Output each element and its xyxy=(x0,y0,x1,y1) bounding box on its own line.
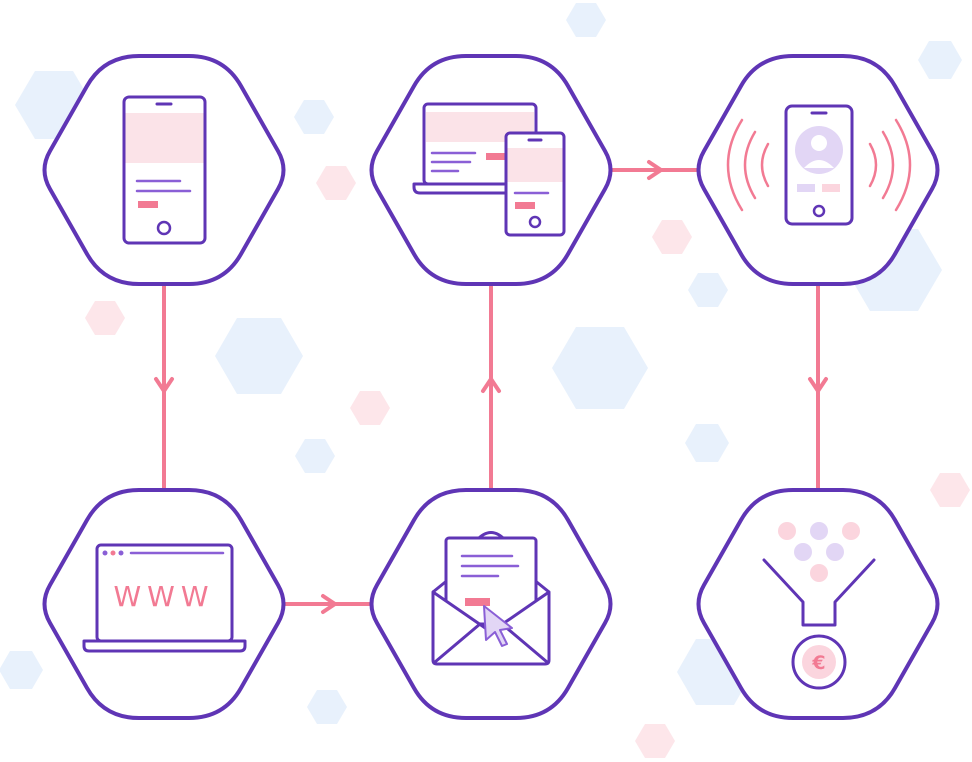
browser-window-icon: WWW xyxy=(82,543,247,653)
phone-profile-signal-icon xyxy=(726,104,912,226)
bg-hexagon xyxy=(918,41,962,79)
smartphone-icon xyxy=(122,95,207,245)
currency-symbol: € xyxy=(811,652,825,674)
background-hexagons xyxy=(0,3,970,758)
bg-hexagon xyxy=(307,690,347,724)
bg-hexagon xyxy=(316,166,356,200)
cursor-icon xyxy=(483,605,513,647)
bg-hexagon xyxy=(685,424,729,462)
bg-hexagon xyxy=(0,651,43,689)
bg-hexagon xyxy=(295,439,335,473)
bg-hexagon xyxy=(350,391,390,425)
funnel-euro-icon: € xyxy=(762,522,876,690)
arrow-down-icon xyxy=(808,377,828,393)
bg-hexagon xyxy=(930,473,970,507)
signal-waves-icon xyxy=(726,118,912,212)
bg-hexagon xyxy=(652,220,692,254)
arrow-down-icon xyxy=(154,377,174,393)
bg-hexagon xyxy=(294,100,334,134)
arrow-right-icon xyxy=(321,594,337,614)
laptop-and-phone-icon xyxy=(412,102,566,237)
website-label: WWW xyxy=(113,580,214,613)
bg-hexagon xyxy=(566,3,606,37)
bg-hexagon xyxy=(635,724,675,758)
arrow-up-icon xyxy=(481,377,501,393)
bg-hexagon xyxy=(85,301,125,335)
connectors xyxy=(154,160,828,614)
bg-hexagon xyxy=(215,318,303,394)
arrow-right-icon xyxy=(647,160,663,180)
bg-hexagon xyxy=(552,327,648,409)
email-cursor-icon xyxy=(431,531,551,666)
bg-hexagon xyxy=(688,273,728,307)
node-frame xyxy=(696,488,940,720)
